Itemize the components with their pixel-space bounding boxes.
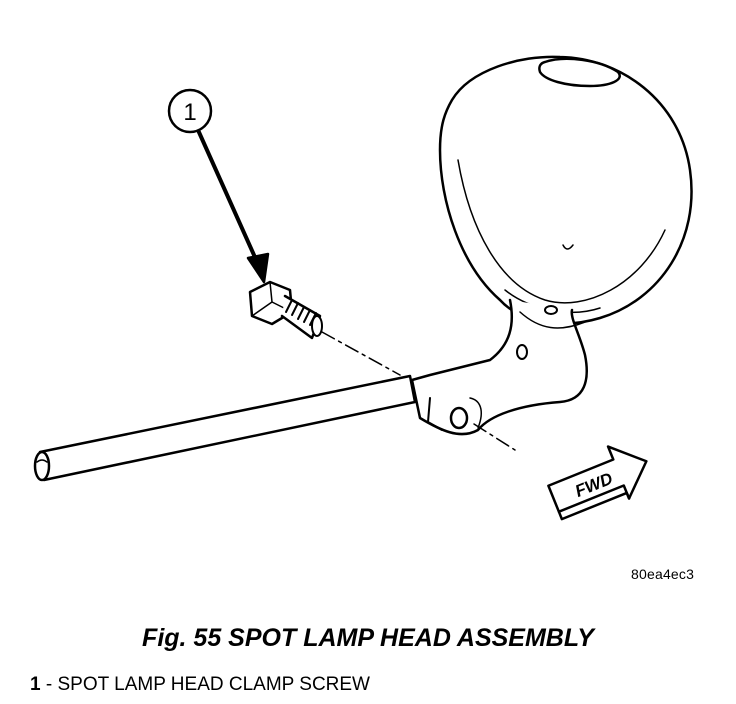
callout-leader [196, 128, 270, 284]
callout-circle [167, 88, 213, 134]
spot-lamp-diagram: 1 FWD [33, 55, 693, 521]
lamp-head [438, 55, 693, 325]
lamp-rod [33, 374, 417, 482]
part-number: 80ea4ec3 [631, 566, 695, 582]
lamp-clamp [410, 298, 588, 436]
callout-number: 1 [183, 99, 196, 126]
legend: 1 - SPOT LAMP HEAD CLAMP SCREW [30, 674, 370, 696]
install-line [321, 331, 516, 451]
legend-separator: - [40, 674, 58, 695]
figure-title: Fig. 55 SPOT LAMP HEAD ASSEMBLY [142, 624, 594, 652]
clamp-screw [248, 280, 323, 340]
fwd-arrow-icon [547, 445, 648, 521]
legend-text: SPOT LAMP HEAD CLAMP SCREW [57, 674, 370, 695]
legend-number: 1 [30, 674, 41, 695]
